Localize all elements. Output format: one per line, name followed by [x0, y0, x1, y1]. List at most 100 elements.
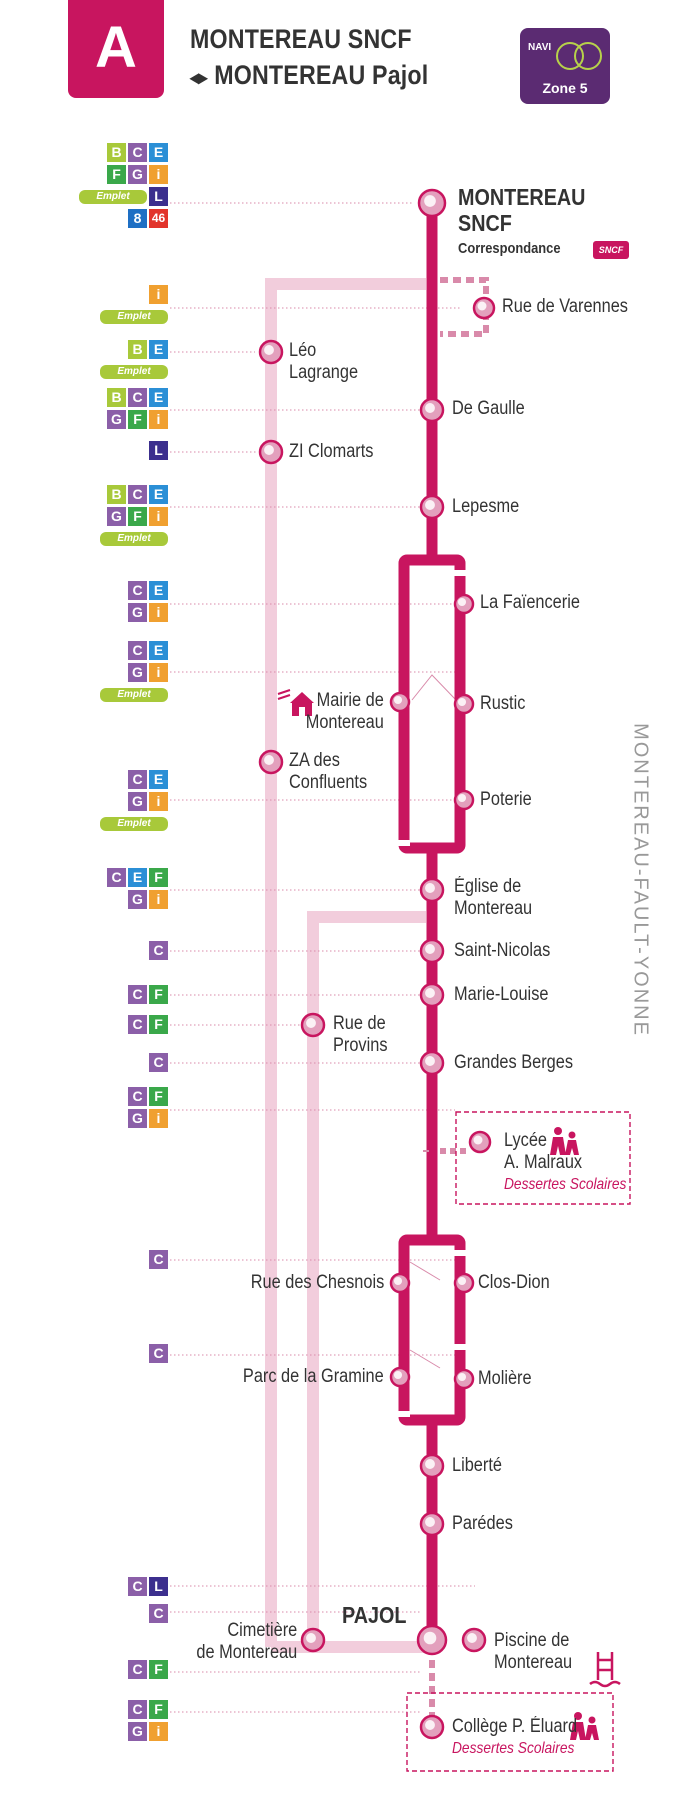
route-destination-line: ◂▸ MONTEREAU Pajol: [190, 60, 428, 91]
stop-label-rue-de-provins: Rue de Provins: [333, 1013, 388, 1056]
town-hall-icon: [277, 689, 314, 716]
stop-label-liberte: Liberté: [452, 1455, 502, 1476]
navigo-ring-icon: [556, 42, 602, 70]
line-badge-e: E: [149, 770, 168, 789]
line-badge-c: C: [128, 1015, 147, 1034]
stop-marker-highlight: [424, 195, 436, 207]
branch-line-provins: [307, 911, 426, 1640]
line-badge-c: C: [149, 1604, 168, 1623]
zone-label: Zone 5: [542, 80, 588, 96]
stop-marker-highlight: [425, 1720, 435, 1730]
line-badge-i: i: [149, 285, 168, 304]
line-badge-c: C: [128, 143, 147, 162]
stop-label-la-faiencerie: La Faïencerie: [480, 592, 580, 613]
stop-label-mairie-de-montereau: Mairie de Montereau: [305, 690, 384, 733]
stop-label-za-des-confluents: ZA des Confluents: [289, 750, 368, 793]
stop-marker-highlight: [457, 1276, 467, 1286]
stop-marker-highlight: [425, 1459, 435, 1469]
school-children-icon: [550, 1127, 579, 1155]
line-badge-i: i: [149, 603, 168, 622]
stop-label-marie-louise: Marie-Louise: [454, 984, 549, 1005]
line-badge-b: B: [107, 485, 126, 504]
line-badge-c: C: [128, 485, 147, 504]
stop-marker-highlight: [423, 1631, 437, 1645]
line-badge-g: G: [107, 410, 126, 429]
stop-label-cimetiere-de-montereau: Cimetière de Montereau: [196, 1620, 297, 1663]
stop-label-poterie: Poterie: [480, 789, 532, 810]
stop-marker-highlight: [425, 403, 435, 413]
line-badge-c: C: [149, 941, 168, 960]
stop-label-saint-nicolas: Saint-Nicolas: [454, 940, 551, 961]
loop-diagonals: [409, 674, 457, 1369]
line-badge-c: C: [128, 1577, 147, 1596]
line-letter: A: [95, 15, 137, 80]
stop-marker-highlight: [425, 988, 435, 998]
emplet-badge: Emplet: [100, 817, 168, 831]
line-badge-i: i: [149, 890, 168, 909]
stop-label-eglise-de-montereau: Église de Montereau: [454, 876, 533, 919]
stop-label-lepesme: Lepesme: [452, 496, 520, 517]
line-badge-f: F: [128, 507, 147, 526]
line-badge-c: C: [128, 388, 147, 407]
stop-marker-highlight: [425, 500, 435, 510]
stop-marker-highlight: [425, 883, 435, 893]
stop-label-paredes: Parédes: [452, 1513, 513, 1534]
line-badge-f: F: [149, 868, 168, 887]
line-badge-i: i: [149, 507, 168, 526]
line-badge-f: F: [149, 1087, 168, 1106]
city-label: MONTEREAU-FAULT-YONNE: [629, 723, 652, 1037]
stop-label-montereau-sncf: MONTEREAU SNCF: [458, 184, 586, 236]
line-badge-c: C: [128, 770, 147, 789]
line-badge-f: F: [149, 1660, 168, 1679]
line-badge-c: C: [128, 1660, 147, 1679]
line-badge-g: G: [128, 165, 147, 184]
stop-marker-highlight: [457, 597, 467, 607]
direction-arrows-icon: ◂▸: [190, 67, 208, 89]
correspondance-note: Correspondance: [458, 240, 561, 257]
stop-label-rustic: Rustic: [480, 693, 526, 714]
line-badge-e: E: [128, 868, 147, 887]
line-badge-i: i: [149, 663, 168, 682]
line-badge-c: C: [128, 1700, 147, 1719]
line-badge-i: i: [149, 792, 168, 811]
stop-marker-highlight: [425, 944, 435, 954]
line-badge-c: C: [149, 1344, 168, 1363]
line-badge-l: L: [149, 1577, 168, 1596]
stop-marker-highlight: [393, 695, 403, 705]
emplet-badge: Emplet: [100, 532, 168, 546]
line-badge-e: E: [149, 340, 168, 359]
line-badge-e: E: [149, 143, 168, 162]
line-badge-f: F: [128, 410, 147, 429]
stop-label-rue-de-varennes: Rue de Varennes: [502, 296, 628, 317]
line-badge-f: F: [149, 1700, 168, 1719]
stop-marker-highlight: [306, 1633, 316, 1643]
line-badge-e: E: [149, 485, 168, 504]
stop-marker-highlight: [264, 445, 274, 455]
stop-label-grandes-berges: Grandes Berges: [454, 1052, 573, 1073]
line-badge-i: i: [149, 1109, 168, 1128]
line-badge-g: G: [128, 1109, 147, 1128]
lycee-spur: [423, 1148, 470, 1154]
line-badge-i: i: [149, 1722, 168, 1741]
stop-marker-highlight: [477, 301, 487, 311]
line-badge-c: C: [107, 868, 126, 887]
school-service-note: Dessertes Scolaires: [452, 1740, 575, 1757]
line-badge-g: G: [128, 1722, 147, 1741]
line-badge-c: C: [128, 581, 147, 600]
school-service-note: Dessertes Scolaires: [504, 1176, 627, 1193]
route-origin: MONTEREAU SNCF: [190, 24, 412, 54]
stop-marker-highlight: [306, 1018, 316, 1028]
stop-marker-highlight: [457, 1372, 467, 1382]
stop-marker-highlight: [457, 793, 467, 803]
stop-marker-highlight: [457, 697, 467, 707]
stop-label-clos-dion: Clos-Dion: [478, 1272, 550, 1293]
branch-line-left: [265, 278, 426, 1647]
navigo-logo: NAVI: [528, 42, 552, 53]
emplet-badge: Emplet: [79, 190, 147, 204]
lycee-box: [455, 1111, 631, 1205]
stop-label-piscine-de-montereau: Piscine de Montereau: [494, 1630, 573, 1673]
line-badge-i: i: [149, 165, 168, 184]
line-badge-46: 46: [149, 209, 168, 228]
line-badge-e: E: [149, 641, 168, 660]
